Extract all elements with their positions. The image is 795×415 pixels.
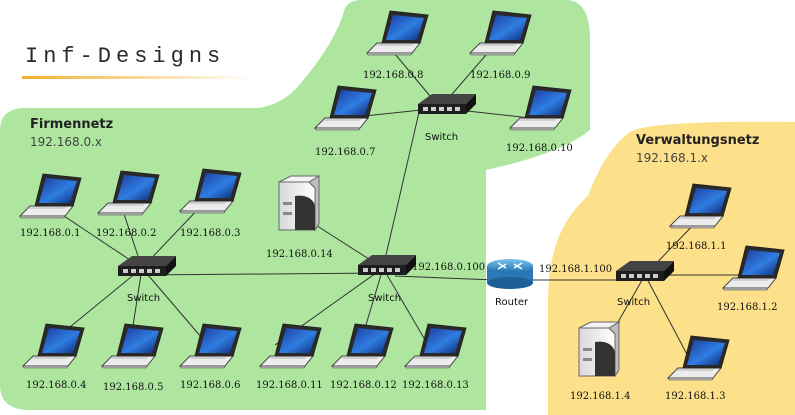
router-ip-left: 192.168.0.100 [412, 262, 485, 273]
device-label: 192.168.0.7 [315, 147, 375, 158]
zone-subnet-verwaltungsnetz: 192.168.1.x [636, 151, 708, 165]
device-label: 192.168.0.2 [96, 228, 156, 239]
device-label: 192.168.0.5 [103, 382, 163, 393]
device-label: 192.168.1.4 [570, 391, 630, 402]
device-label: 192.168.1.1 [666, 241, 726, 252]
zone-title-verwaltungsnetz: Verwaltungsnetz [636, 133, 760, 148]
device-label: 192.168.0.1 [20, 228, 80, 239]
server-icon [578, 321, 620, 377]
zone-title-firmennetz: Firmennetz [30, 117, 114, 132]
device-label: 192.168.0.9 [470, 70, 530, 81]
switch-label: Switch [368, 293, 401, 304]
device-label: 192.168.0.3 [180, 228, 240, 239]
device-label: 192.168.0.12 [330, 380, 397, 391]
brand-underline [22, 76, 254, 79]
router-icon [487, 259, 533, 289]
router-ip-right: 192.168.1.100 [539, 264, 612, 275]
device-label: 192.168.0.6 [180, 380, 240, 391]
switch-label: Switch [425, 132, 458, 143]
device-label: 192.168.1.3 [665, 391, 725, 402]
router-label: Router [495, 297, 529, 308]
switch-label: Switch [127, 293, 160, 304]
server-icon [278, 175, 320, 231]
brand-title: Inf-Designs [25, 44, 226, 69]
device-label: 192.168.1.2 [717, 302, 777, 313]
device-label: 192.168.0.13 [402, 380, 469, 391]
device-label: 192.168.0.10 [506, 143, 573, 154]
switch-label: Switch [617, 297, 650, 308]
zone-subnet-firmennetz: 192.168.0.x [30, 135, 102, 149]
device-label: 192.168.0.4 [26, 380, 86, 391]
device-label: 192.168.0.11 [256, 380, 323, 391]
device-label: 192.168.0.8 [363, 70, 423, 81]
device-label: 192.168.0.14 [266, 249, 333, 260]
